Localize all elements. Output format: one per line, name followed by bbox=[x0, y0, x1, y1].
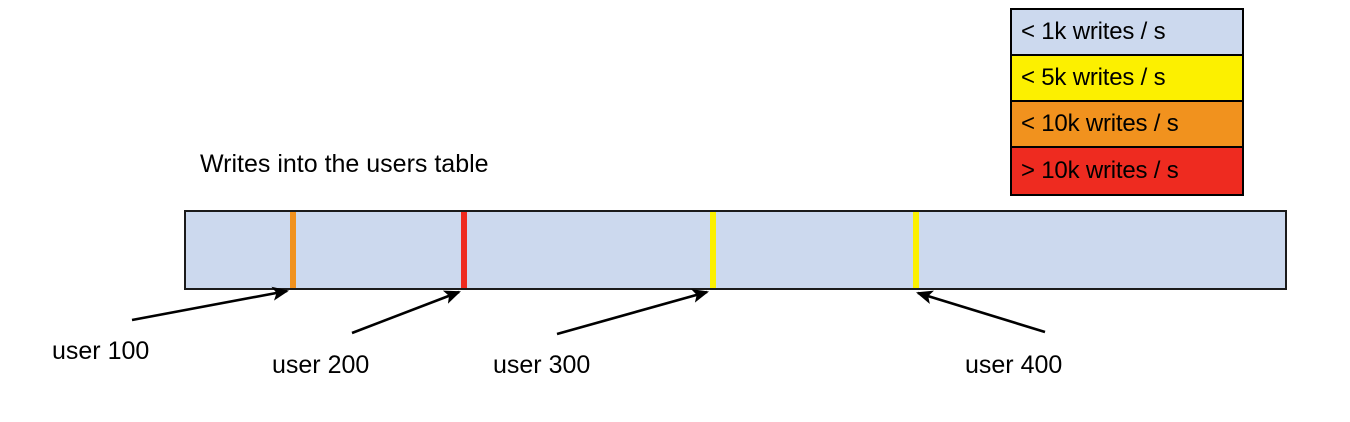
user-200-arrow bbox=[351, 290, 461, 335]
legend-item-label: < 1k writes / s bbox=[1021, 18, 1166, 45]
users-table-keyspace-bar bbox=[184, 210, 1287, 290]
legend-item-label: < 10k writes / s bbox=[1021, 110, 1179, 137]
user-100-arrow bbox=[131, 286, 290, 322]
diagram-title: Writes into the users table bbox=[200, 150, 489, 178]
user-400-arrow bbox=[916, 290, 1046, 334]
callout-label-user-200: user 200 bbox=[272, 351, 370, 379]
user-400-stripe bbox=[913, 212, 919, 288]
legend: < 1k writes / s < 5k writes / s < 10k wr… bbox=[1010, 8, 1244, 196]
legend-item-lt-10k: < 10k writes / s bbox=[1012, 102, 1242, 148]
legend-item-label: > 10k writes / s bbox=[1021, 157, 1179, 184]
callout-label-user-300: user 300 bbox=[493, 351, 591, 379]
user-300-stripe bbox=[710, 212, 716, 288]
legend-item-lt-5k: < 5k writes / s bbox=[1012, 56, 1242, 102]
legend-item-label: < 5k writes / s bbox=[1021, 64, 1166, 91]
legend-item-lt-1k: < 1k writes / s bbox=[1012, 10, 1242, 56]
user-300-arrow bbox=[556, 289, 710, 336]
user-200-stripe bbox=[461, 212, 467, 288]
legend-item-gt-10k: > 10k writes / s bbox=[1012, 148, 1242, 194]
callout-label-user-400: user 400 bbox=[965, 351, 1063, 379]
user-100-stripe bbox=[290, 212, 296, 288]
callout-label-user-100: user 100 bbox=[52, 337, 150, 365]
